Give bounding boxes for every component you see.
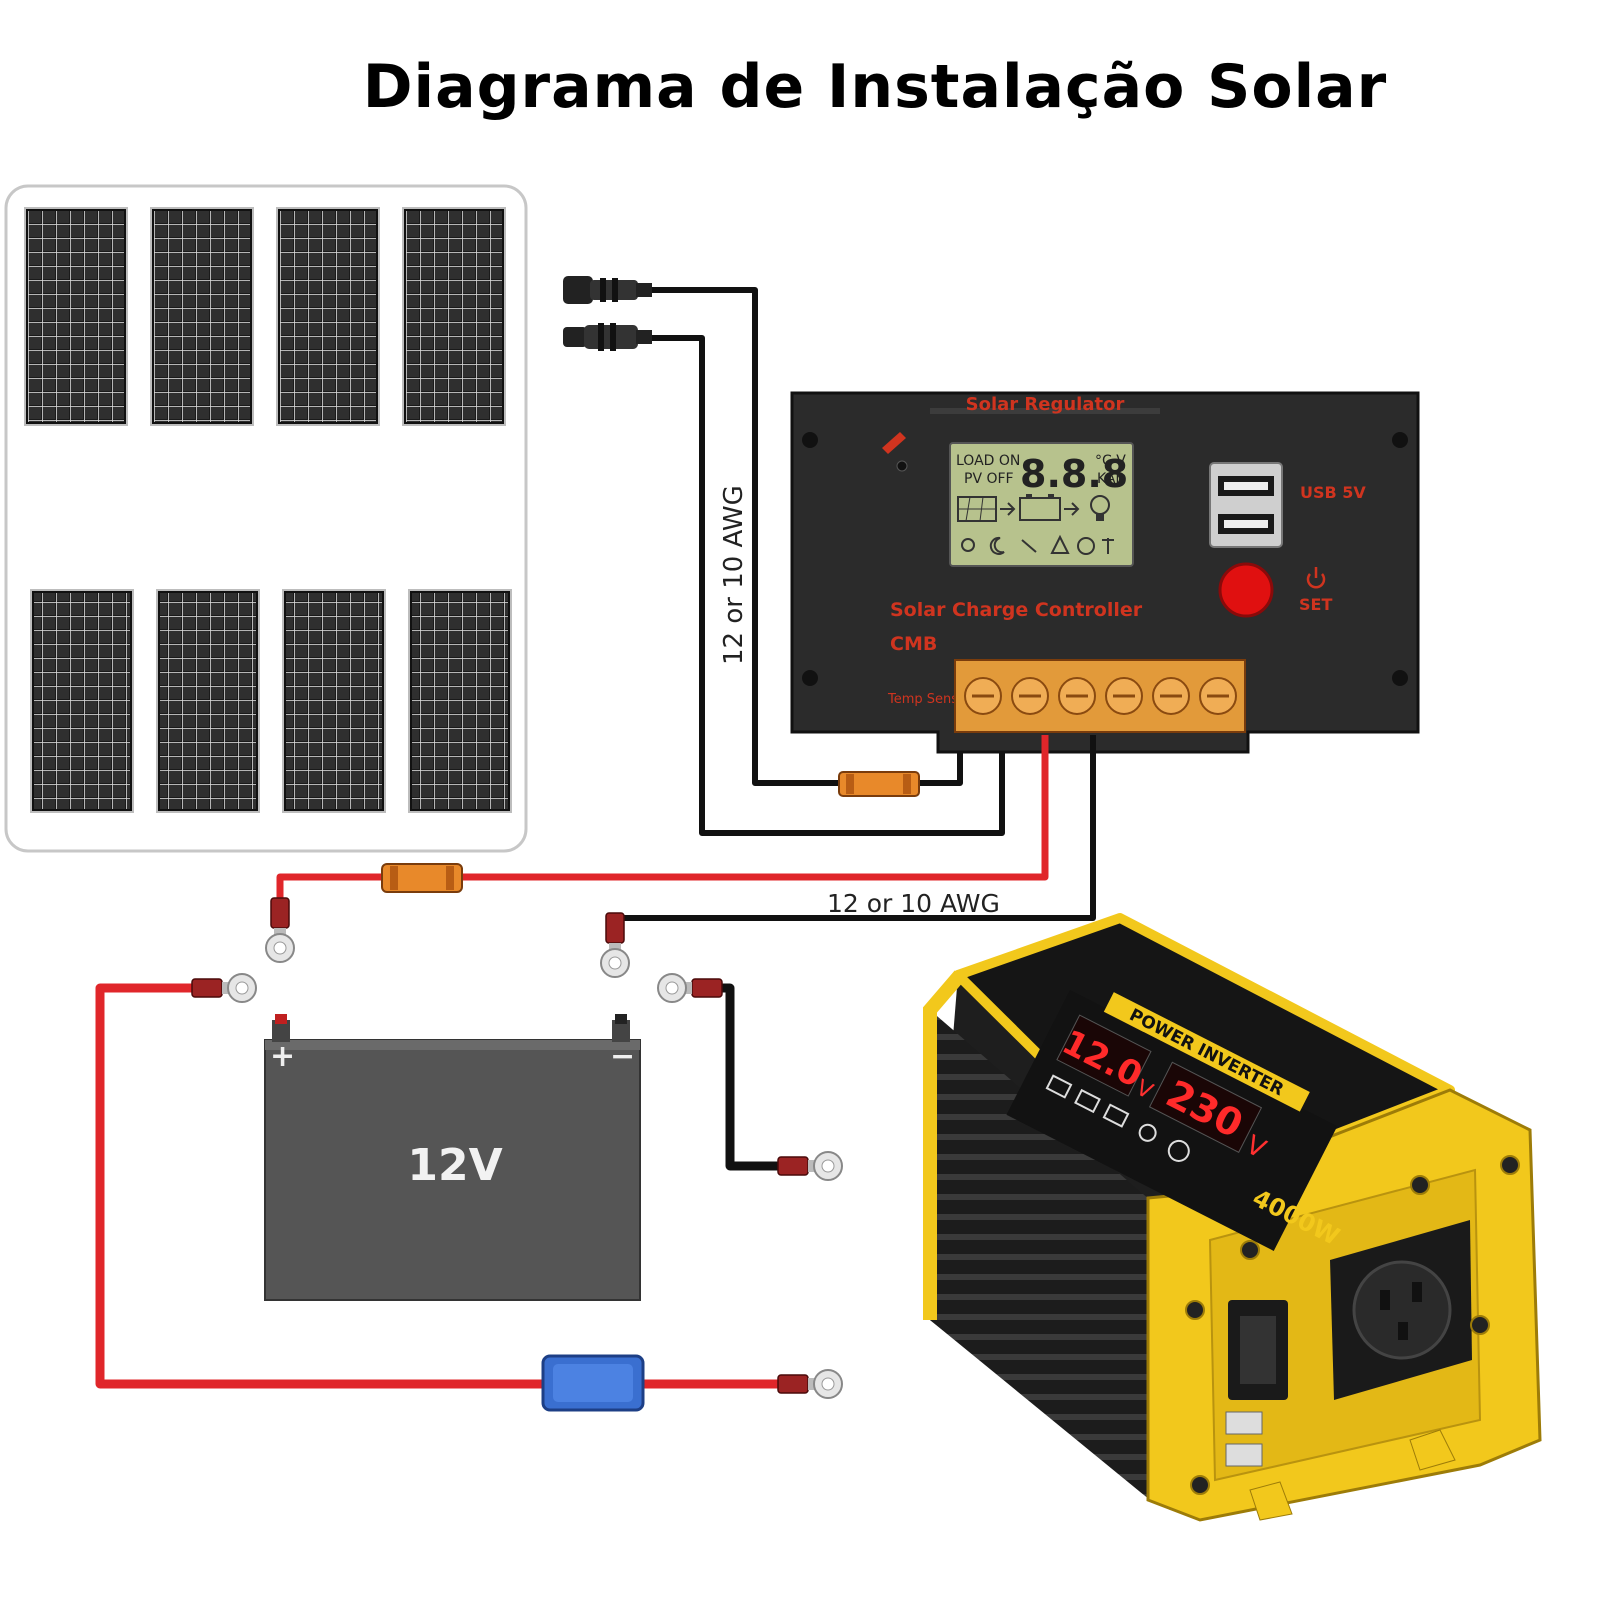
terminal-screw: [1105, 677, 1143, 715]
temp-sensor-label: Temp Sensor: [887, 692, 972, 707]
solar-module: [276, 207, 380, 426]
lcd-solar-panel-icon: [957, 496, 997, 522]
lcd-load-on: LOAD ON: [956, 453, 1020, 469]
usb-port-icon: [1209, 462, 1283, 548]
mc4-connector-positive: [563, 276, 652, 304]
terminal-block: [954, 659, 1246, 733]
terminal-screw: [1152, 677, 1190, 715]
controller-brand: CMB: [890, 633, 937, 655]
inverter-usb-icon: [1225, 1411, 1263, 1467]
battery-plus-label: +: [270, 1039, 295, 1074]
terminal-screw: [964, 677, 1002, 715]
bolt-icon: [1470, 1315, 1490, 1335]
bolt-icon: [1185, 1300, 1205, 1320]
solar-panel: [4, 184, 528, 853]
bolt-icon: [1410, 1175, 1430, 1195]
ring-terminals: [191, 897, 843, 1399]
inline-fuse: [541, 1354, 645, 1412]
ring-lug: [191, 973, 257, 1003]
battery: + − 12V: [264, 1014, 641, 1301]
lcd-battery-icon: [1019, 494, 1061, 521]
wire-gauge-label-horizontal: 12 or 10 AWG: [827, 889, 1000, 918]
solar-module: [402, 207, 506, 426]
solar-module: [156, 589, 260, 813]
solar-module: [24, 207, 128, 426]
lcd-unit-kah: KAh: [1097, 471, 1124, 487]
lcd-digits: 8.8.8: [1020, 452, 1128, 496]
solar-module: [408, 589, 512, 813]
pv-fuse: [838, 771, 920, 797]
inverter-positive-cable: [95, 983, 785, 1389]
lcd-display: LOAD ON PV OFF 8.8.8 °C V KAh: [949, 442, 1134, 567]
controller-header: Solar Regulator: [966, 394, 1125, 415]
lcd-arrow-icon-2: [1064, 502, 1080, 516]
battery-minus-label: −: [610, 1039, 635, 1074]
inverter-negative-cable: [718, 983, 785, 1171]
lcd-status-icons: [961, 534, 1114, 555]
solar-module: [282, 589, 386, 813]
power-icon: [1306, 567, 1326, 589]
sun-sensor-icon: [882, 432, 908, 472]
lcd-unit-c: °C V: [1095, 453, 1126, 469]
ring-lug: [265, 897, 295, 963]
lcd-bulb-icon: [1090, 495, 1110, 521]
set-button[interactable]: [1218, 562, 1274, 618]
rocker-switch-icon[interactable]: [1228, 1300, 1288, 1400]
ring-lug: [600, 912, 630, 978]
solar-module: [150, 207, 254, 426]
ac-socket-icon: [1330, 1220, 1472, 1400]
set-label: SET: [1299, 595, 1332, 614]
mc4-connector-negative: [563, 323, 652, 351]
controller-name: Solar Charge Controller: [890, 599, 1143, 621]
ring-lug: [657, 973, 723, 1003]
page-title: Diagrama de Instalação Solar: [362, 52, 1388, 122]
battery-voltage-label: 12V: [407, 1140, 502, 1191]
bolt-icon: [1240, 1240, 1260, 1260]
lcd-pv-off: PV OFF: [964, 471, 1014, 487]
bolt-icon: [1500, 1155, 1520, 1175]
usb-label: USB 5V: [1300, 483, 1366, 502]
terminal-screw: [1199, 677, 1237, 715]
bolt-icon: [1190, 1475, 1210, 1495]
lcd-arrow-icon: [1000, 502, 1016, 516]
inverter-status-icons: [1045, 1074, 1190, 1162]
wire-gauge-label-vertical: 12 or 10 AWG: [719, 485, 749, 665]
ring-lug: [777, 1151, 843, 1181]
power-inverter: POWER INVERTER 12.0 V 230 V 4000W: [923, 913, 1542, 1522]
terminal-screw: [1058, 677, 1096, 715]
solar-module: [30, 589, 134, 813]
ring-lug: [777, 1369, 843, 1399]
battery-fuse: [381, 863, 463, 893]
charge-controller: Solar Regulator LOAD ON PV OFF 8.8.8 °C …: [790, 391, 1420, 754]
terminal-screw: [1011, 677, 1049, 715]
